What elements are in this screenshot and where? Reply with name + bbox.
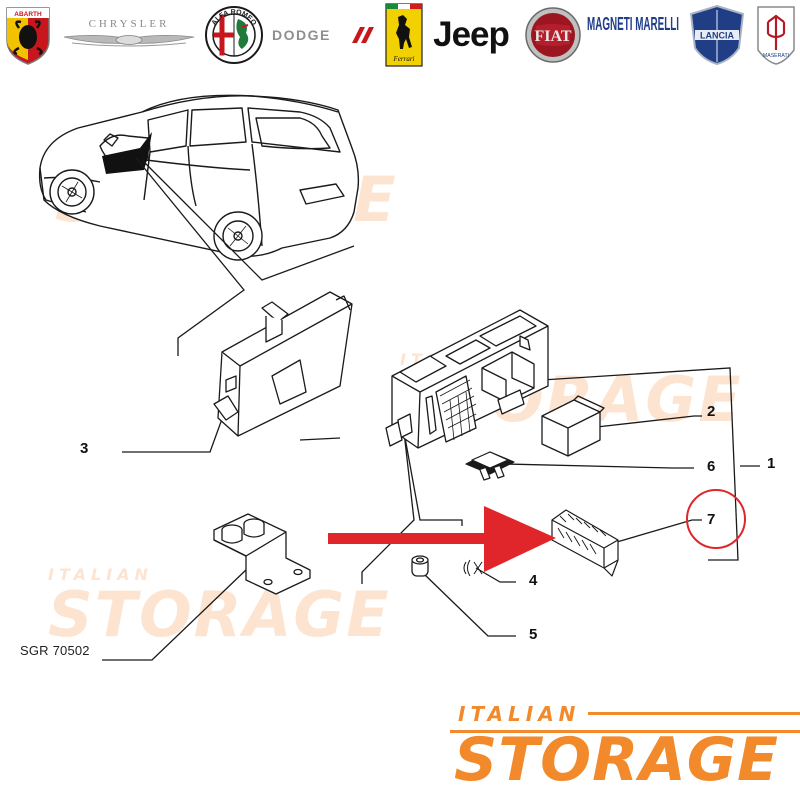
callout-7: 7 (707, 511, 716, 528)
svg-text:CHRYSLER: CHRYSLER (89, 18, 170, 30)
logo-text-storage: STORAGE (454, 725, 780, 795)
grommet (411, 555, 429, 577)
logo-rule-bottom (450, 730, 800, 733)
alfa-romeo-logo: ALFA ROMEO (203, 4, 265, 66)
callout-1: 1 (767, 455, 776, 472)
fiat-logo: FIAT (524, 4, 582, 66)
fuse-connector (551, 509, 619, 577)
relay (541, 395, 605, 457)
callout-5: 5 (529, 626, 538, 643)
svg-text:DODGE: DODGE (272, 27, 331, 43)
part-code-label: SGR 70502 (20, 643, 90, 658)
svg-text:Ferrari: Ferrari (393, 55, 415, 63)
svg-text:FIAT: FIAT (534, 28, 571, 45)
italian-storage-logo: ITALIAN STORAGE (450, 700, 800, 800)
svg-text:MASERATI: MASERATI (763, 53, 789, 59)
lancia-logo: LANCIA (686, 4, 748, 66)
chrysler-logo: CHRYSLER (62, 4, 196, 66)
callout-2: 2 (707, 403, 716, 420)
abarth-logo: ABARTH (2, 4, 54, 66)
car-illustration (38, 94, 360, 261)
svg-text:LANCIA: LANCIA (700, 31, 734, 41)
fuse-box (385, 309, 549, 449)
leader-lines (102, 157, 760, 661)
body-computer-module (213, 291, 353, 437)
callout-4: 4 (529, 572, 538, 589)
logo-text-italian: ITALIAN (458, 702, 581, 726)
brand-strip: ABARTH CHRYSLER (0, 0, 800, 72)
blade-fuse (465, 451, 515, 481)
module-location-marker (102, 132, 152, 174)
maserati-logo: MASERATI (754, 4, 798, 66)
mounting-bracket (213, 513, 311, 595)
highlight-arrow (328, 506, 556, 572)
svg-text:ABARTH: ABARTH (14, 11, 42, 18)
magneti-marelli-logo: MAGNETI MARELLI (586, 4, 680, 66)
svg-text:MAGNETI MARELLI: MAGNETI MARELLI (587, 14, 679, 34)
callout-6: 6 (707, 458, 716, 475)
ferrari-logo: Ferrari (384, 3, 424, 67)
highlight-circle (686, 489, 746, 549)
jeep-logo: Jeep (433, 15, 510, 54)
clip (463, 559, 483, 577)
dodge-logo: DODGE (270, 4, 374, 66)
logo-rule-top (588, 712, 800, 715)
callout-3: 3 (80, 440, 89, 457)
